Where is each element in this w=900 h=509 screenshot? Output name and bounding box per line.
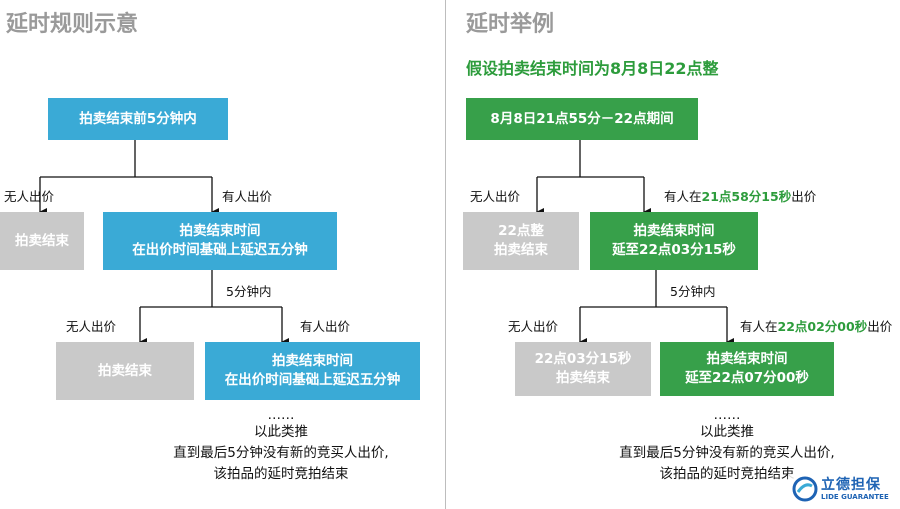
logo-en-text: LIDE GUARANTEE bbox=[821, 492, 889, 501]
right-bid-label-2-suffix: 出价 bbox=[867, 319, 893, 334]
right-end-box-1-line-2: 拍卖结束 bbox=[494, 242, 548, 258]
logo-emblem-icon bbox=[792, 476, 818, 502]
logo-cn-text: 立德担保 bbox=[821, 476, 881, 493]
right-note: …… 以此类推 直到最后5分钟没有新的竞买人出价, 该拍品的延时竞拍结束 bbox=[596, 408, 858, 485]
right-extend-box-1: 拍卖结束时间 延至22点03分15秒 bbox=[590, 212, 758, 270]
left-extend-box-1-line-1: 拍卖结束时间 bbox=[179, 223, 261, 239]
right-within-5-label: 5分钟内 bbox=[670, 284, 716, 299]
company-logo: 立德担保 LIDE GUARANTEE bbox=[788, 474, 893, 504]
left-top-box: 拍卖结束前5分钟内 bbox=[48, 98, 228, 140]
right-bid-label-2-time: 22点02分00秒 bbox=[777, 319, 868, 334]
left-note-line-1: 以此类推 bbox=[254, 424, 308, 440]
left-extend-box-2-line-2: 在出价时间基础上延迟五分钟 bbox=[224, 372, 401, 388]
right-end-box-1-line-1: 22点整 bbox=[498, 223, 544, 239]
left-within-5-label: 5分钟内 bbox=[226, 284, 272, 299]
left-bid-label-2: 有人出价 bbox=[300, 319, 351, 334]
left-note-ellipsis: …… bbox=[267, 407, 295, 423]
right-note-ellipsis: …… bbox=[713, 407, 741, 423]
right-end-box-1: 22点整 拍卖结束 bbox=[463, 212, 579, 270]
right-section-title: 延时举例 bbox=[466, 12, 555, 37]
left-end-box-2-label: 拍卖结束 bbox=[98, 362, 152, 379]
left-extend-box-1-line-2: 在出价时间基础上延迟五分钟 bbox=[132, 242, 308, 258]
left-bid-label-1: 有人出价 bbox=[222, 189, 273, 204]
right-top-box: 8月8日21点55分－22点期间 bbox=[466, 98, 698, 140]
right-extend-box-1-line-2: 延至22点03分15秒 bbox=[612, 242, 736, 258]
right-bid-label-1-suffix: 出价 bbox=[791, 189, 817, 204]
left-no-bid-label-2: 无人出价 bbox=[66, 319, 117, 334]
right-extend-box-2-line-2: 延至22点07分00秒 bbox=[685, 370, 809, 386]
left-no-bid-label-1: 无人出价 bbox=[4, 189, 55, 204]
right-extend-box-2: 拍卖结束时间 延至22点07分00秒 bbox=[660, 342, 834, 396]
right-extend-box-2-line-1: 拍卖结束时间 bbox=[706, 351, 788, 367]
right-no-bid-label-1: 无人出价 bbox=[470, 189, 521, 204]
left-end-box-2: 拍卖结束 bbox=[56, 342, 194, 400]
right-end-box-2-line-2: 拍卖结束 bbox=[556, 370, 610, 386]
right-end-box-2: 22点03分15秒 拍卖结束 bbox=[515, 342, 651, 396]
right-bid-label-2: 有人在22点02分00秒出价 bbox=[740, 316, 892, 335]
right-subtitle: 假设拍卖结束时间为8月8日22点整 bbox=[466, 59, 719, 78]
left-top-box-label: 拍卖结束前5分钟内 bbox=[79, 110, 197, 127]
left-note: …… 以此类推 直到最后5分钟没有新的竞买人出价, 该拍品的延时竞拍结束 bbox=[150, 408, 412, 485]
right-bid-label-2-prefix: 有人在 bbox=[740, 319, 778, 334]
right-no-bid-label-2: 无人出价 bbox=[508, 319, 559, 334]
left-section-title: 延时规则示意 bbox=[6, 12, 139, 37]
right-note-line-1: 以此类推 bbox=[700, 424, 754, 440]
right-note-line-3: 该拍品的延时竞拍结束 bbox=[659, 466, 795, 482]
right-bid-label-1: 有人在21点58分15秒出价 bbox=[664, 186, 816, 205]
right-top-box-label: 8月8日21点55分－22点期间 bbox=[490, 110, 674, 127]
section-divider bbox=[445, 0, 446, 509]
left-extend-box-1: 拍卖结束时间 在出价时间基础上延迟五分钟 bbox=[103, 212, 337, 270]
right-extend-box-1-line-1: 拍卖结束时间 bbox=[633, 223, 715, 239]
left-note-line-2: 直到最后5分钟没有新的竞买人出价, bbox=[173, 445, 389, 461]
left-extend-box-2: 拍卖结束时间 在出价时间基础上延迟五分钟 bbox=[205, 342, 420, 400]
left-note-line-3: 该拍品的延时竞拍结束 bbox=[213, 466, 349, 482]
left-end-box-1: 拍卖结束 bbox=[0, 212, 84, 270]
right-end-box-2-line-1: 22点03分15秒 bbox=[534, 351, 632, 367]
left-end-box-1-label: 拍卖结束 bbox=[15, 232, 69, 249]
left-extend-box-2-line-1: 拍卖结束时间 bbox=[272, 353, 353, 369]
right-bid-label-1-time: 21点58分15秒 bbox=[701, 189, 792, 204]
right-bid-label-1-prefix: 有人在 bbox=[664, 189, 702, 204]
right-note-line-2: 直到最后5分钟没有新的竞买人出价, bbox=[619, 445, 835, 461]
